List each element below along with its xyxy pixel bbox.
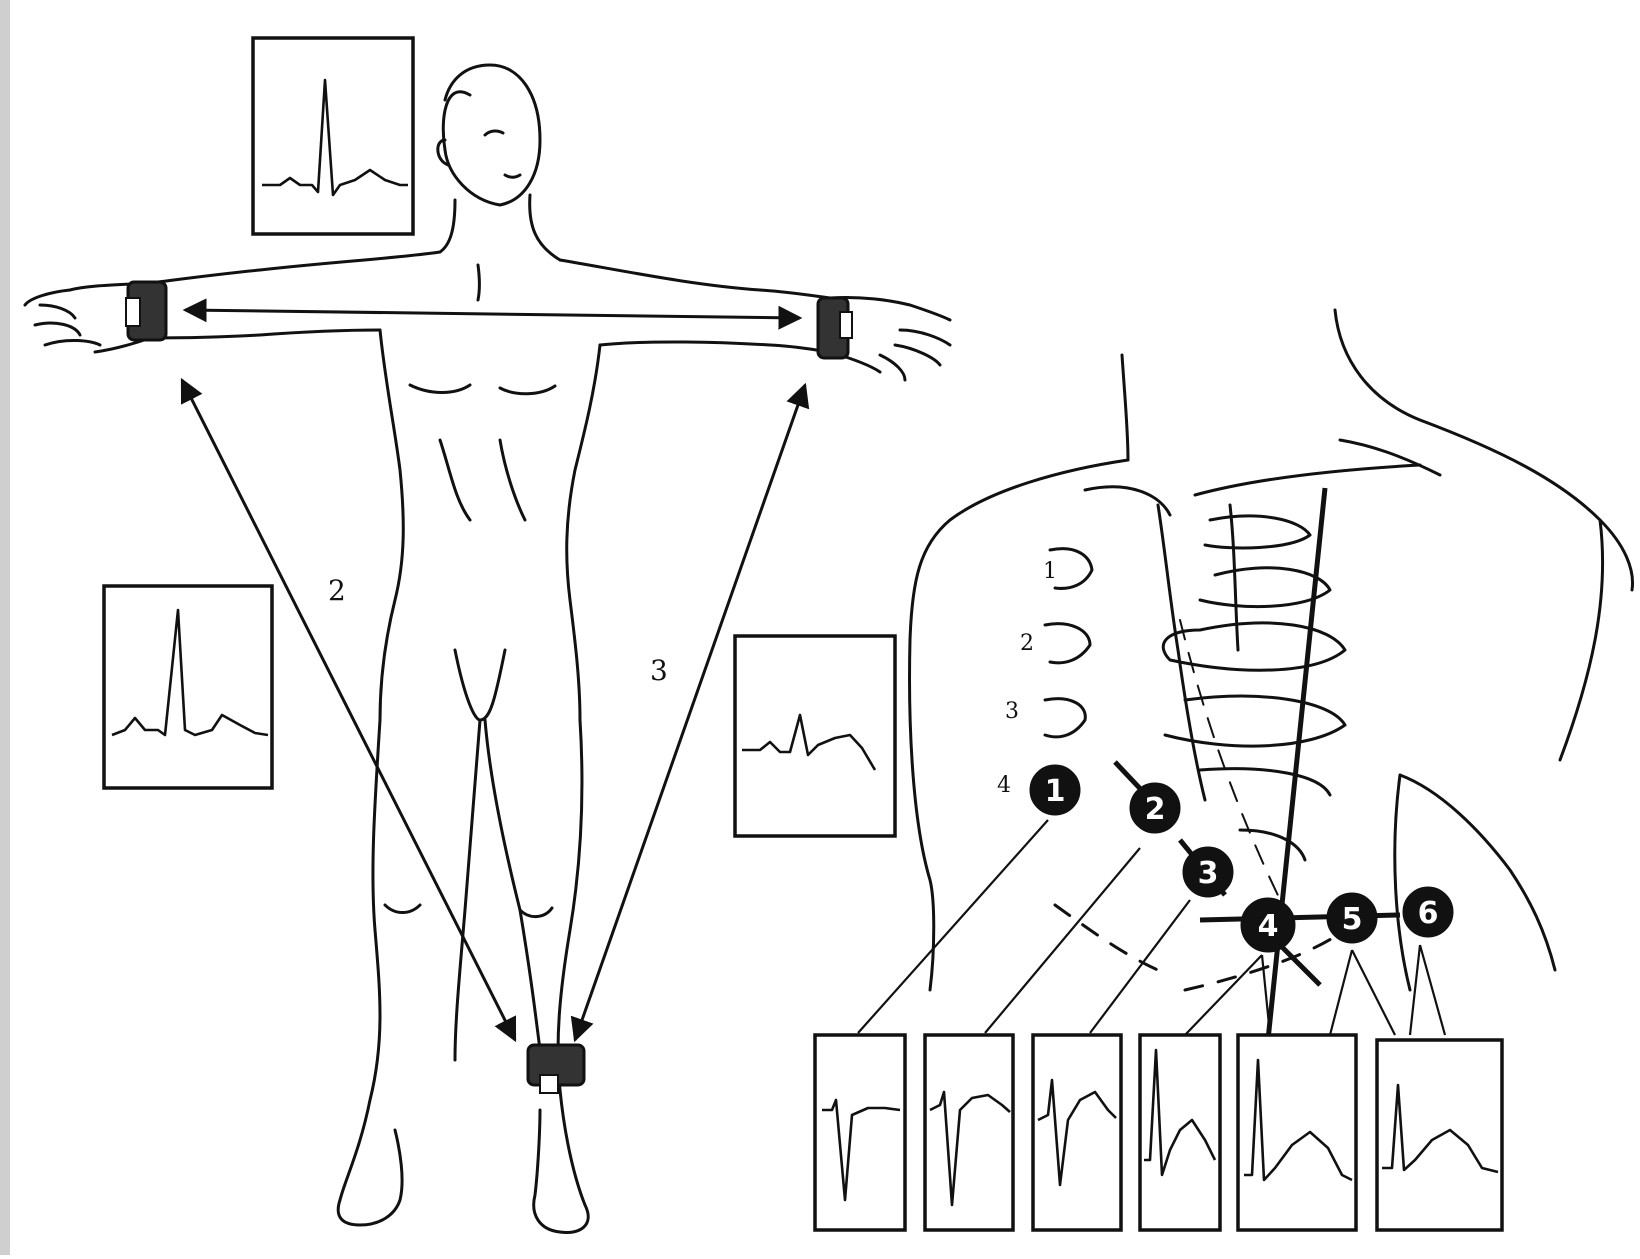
svg-text:4: 4	[1258, 909, 1279, 944]
intercostal-label-1: 1	[1043, 559, 1057, 584]
lead-1-arrow	[185, 310, 800, 318]
chest-electrode-v4: 4	[1242, 899, 1294, 951]
intercostal-label-4: 4	[997, 773, 1011, 798]
chest-electrode-v5: 5	[1328, 894, 1376, 942]
chest-electrode-v1: 1	[1031, 766, 1079, 814]
ecg-box-v4	[1140, 1035, 1220, 1230]
ecg-box-lead-3	[735, 636, 895, 836]
svg-text:6: 6	[1418, 896, 1439, 931]
intercostal-label-3: 3	[1005, 699, 1019, 724]
lead-3-number: 3	[650, 654, 668, 687]
intercostal-label-2: 2	[1020, 631, 1034, 656]
ecg-box-v1	[815, 1035, 905, 1230]
lead-arrows	[182, 310, 805, 1040]
svg-text:1: 1	[1045, 774, 1066, 809]
right-wrist-electrode	[818, 298, 852, 358]
chest-electrode-v2: 2	[1131, 784, 1179, 832]
chest-electrode-v3: 3	[1184, 848, 1232, 896]
chest-electrodes: 1 2 3 4 5 6	[1031, 766, 1452, 951]
ecg-box-v2	[925, 1035, 1013, 1230]
ecg-box-lead-2	[104, 586, 272, 788]
chest-electrode-v6: 6	[1404, 888, 1452, 936]
svg-text:3: 3	[1198, 856, 1219, 891]
svg-text:2: 2	[1145, 792, 1166, 827]
ecg-box-v3	[1033, 1035, 1121, 1230]
torso-outline	[910, 310, 1633, 990]
ecg-box-v6	[1377, 1040, 1502, 1230]
ankle-electrode	[528, 1045, 584, 1093]
lead-2-number: 2	[328, 574, 346, 607]
svg-text:5: 5	[1342, 902, 1363, 937]
ecg-box-lead-1	[253, 38, 413, 234]
ecg-box-v5	[1238, 1035, 1356, 1230]
left-wrist-electrode	[126, 282, 166, 340]
